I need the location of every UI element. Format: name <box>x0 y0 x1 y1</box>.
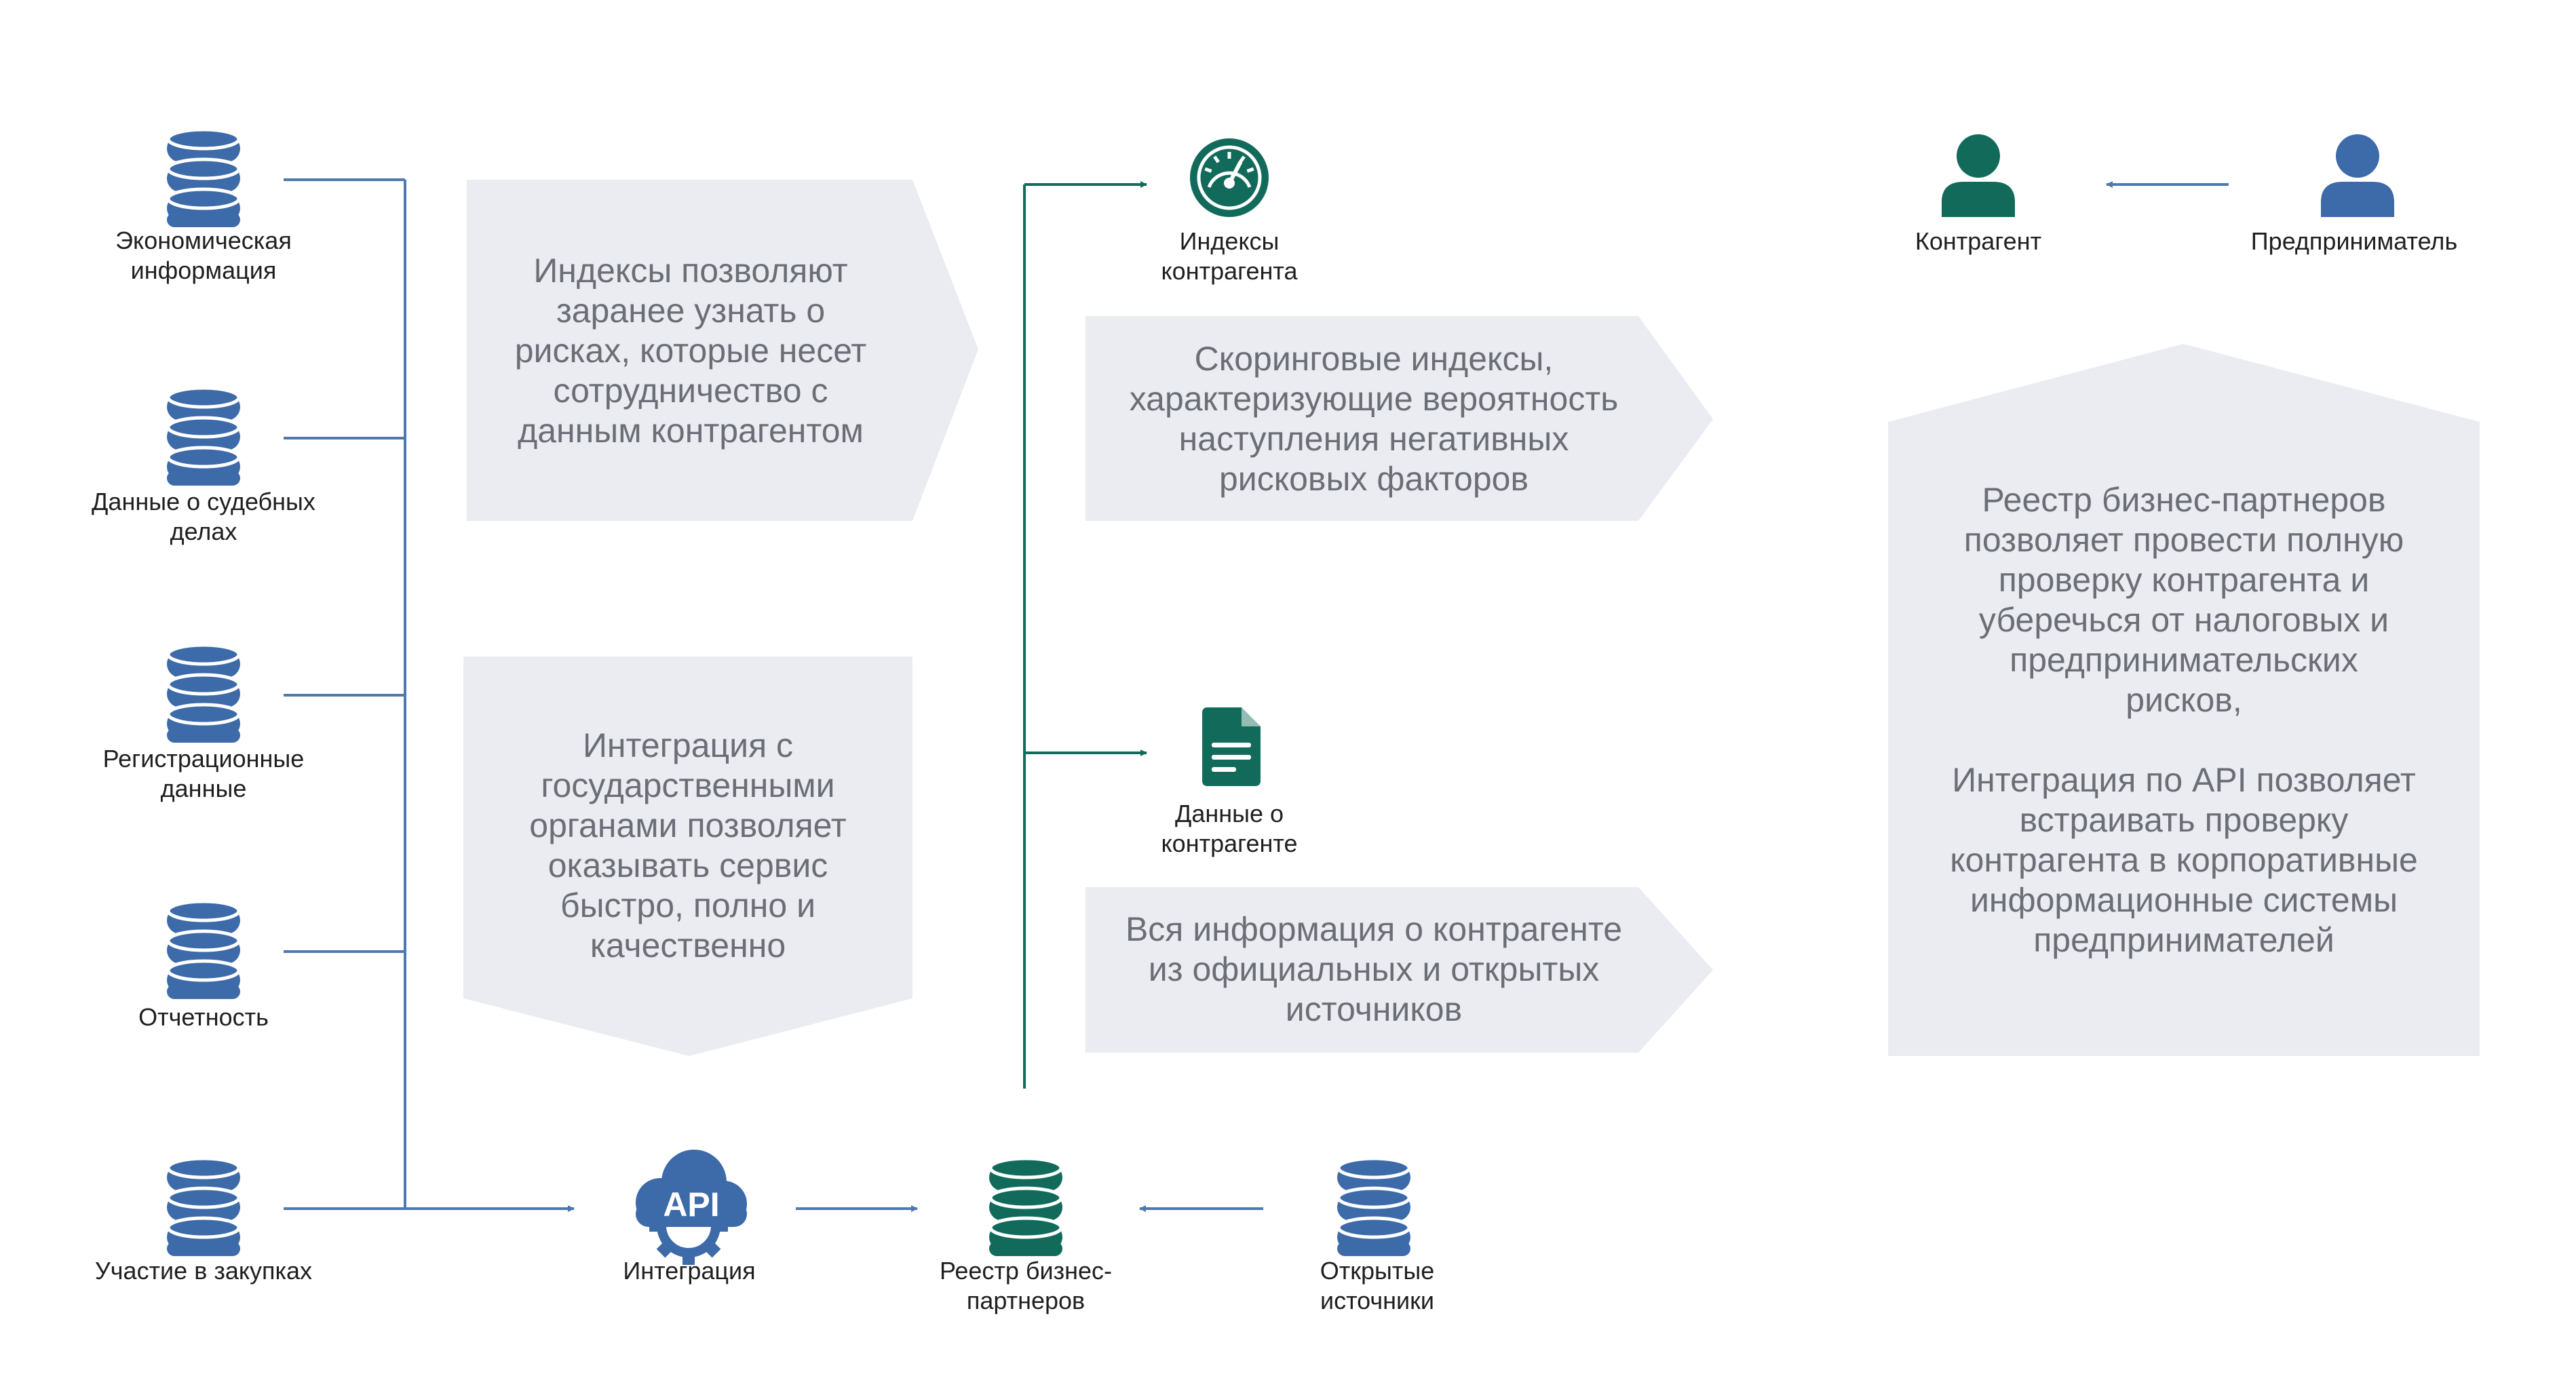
database-icon <box>166 899 241 999</box>
open-sources-label: Открытые источники <box>1320 1257 1435 1314</box>
panel-info-note <box>1085 887 1713 1053</box>
person-icon <box>2321 134 2394 217</box>
source-label-economic: Экономическая информация <box>115 227 292 284</box>
scoring-note-text: Скоринговые индексы, характеризующие вер… <box>1129 340 1619 498</box>
source-label-procurement: Участие в закупках <box>94 1257 313 1285</box>
source-label-registration: Регистрационные данные <box>102 745 305 802</box>
indices-label: Индексы контрагента <box>1161 227 1298 285</box>
integration-label: Интеграция <box>623 1257 756 1285</box>
panel-indices-note <box>467 180 978 521</box>
source-connectors <box>284 178 406 1210</box>
api-cloud-gear-icon: API <box>636 1150 747 1265</box>
person-icon <box>1942 134 2015 217</box>
source-label-reporting: Отчетность <box>138 1003 269 1031</box>
icon-layer: API <box>166 128 2394 1265</box>
panel-registry-note <box>1888 344 2480 1056</box>
database-icon <box>166 128 241 227</box>
database-icon <box>988 1156 1063 1256</box>
database-icon <box>166 386 241 486</box>
database-icon <box>166 643 241 743</box>
registry-note-text: Реестр бизнес-партнеров позволяет провес… <box>1950 481 2418 959</box>
document-icon <box>1202 707 1261 786</box>
panel-scoring-note <box>1085 316 1713 521</box>
indices-note-text: Индексы позволяют заранее узнать о риска… <box>514 252 867 450</box>
api-badge-text: API <box>663 1186 719 1224</box>
info-note-text: Вся информация о контрагенте из официаль… <box>1125 910 1623 1028</box>
registry-label: Реестр бизнес- партнеров <box>939 1257 1113 1314</box>
database-icon <box>1337 1156 1411 1256</box>
gauge-icon <box>1190 138 1269 217</box>
integration-note-text: Интеграция с государственными органами п… <box>529 726 847 964</box>
panel-integration-note <box>463 657 912 1056</box>
data-label: Данные о контрагенте <box>1161 800 1298 857</box>
entrepreneur-label: Предприниматель <box>2250 227 2458 255</box>
counterparty-label: Контрагент <box>1915 227 2042 255</box>
database-icon <box>166 1156 241 1256</box>
source-label-court: Данные о судебных делах <box>92 488 315 545</box>
